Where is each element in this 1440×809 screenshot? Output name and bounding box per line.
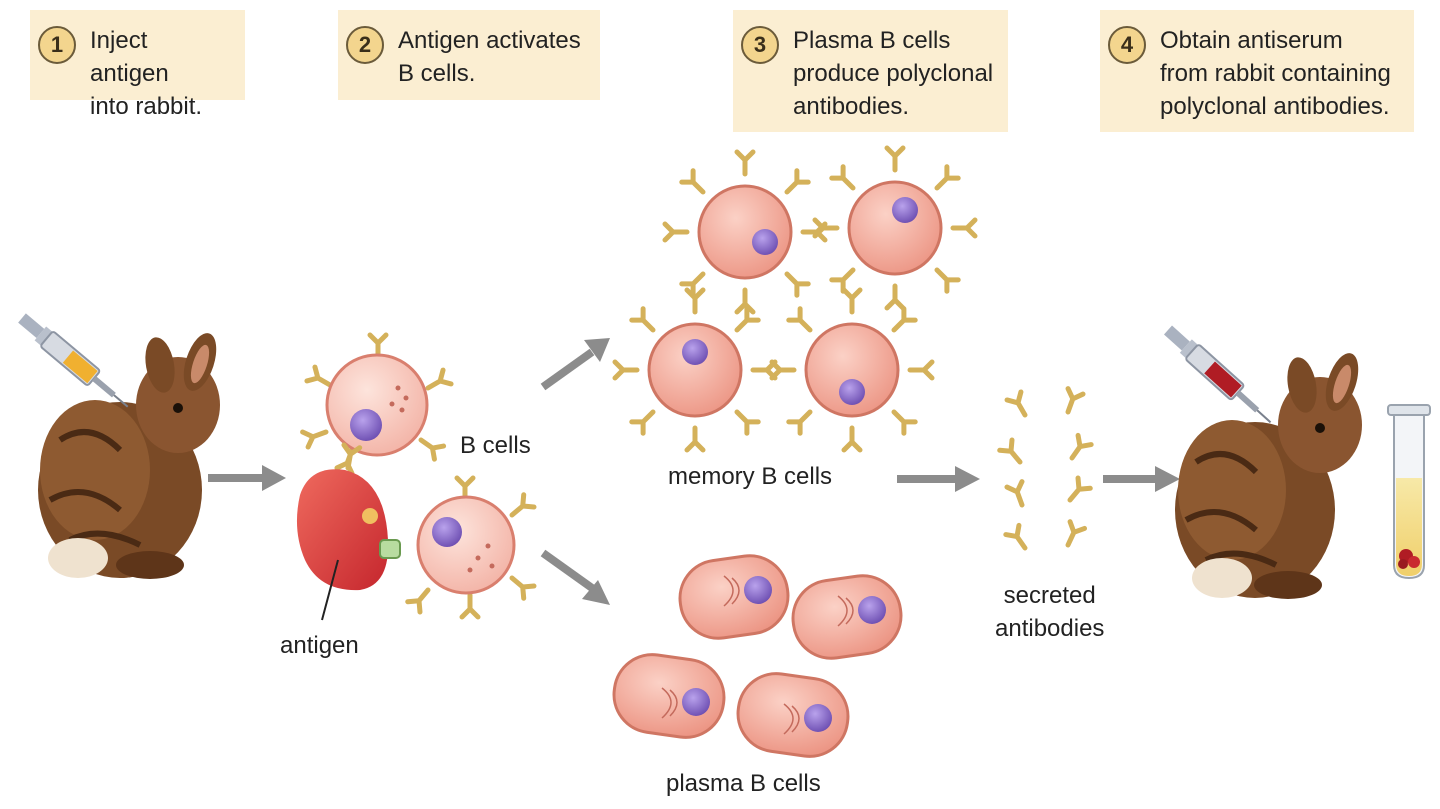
secreted-antibodies-label: secreted antibodies (995, 582, 1105, 642)
rabbit-right (1175, 353, 1362, 599)
arrow-to-plasma (540, 549, 610, 605)
step-1-box: 1 Inject antigen into rabbit. (30, 10, 245, 120)
plasma-b-cell (612, 653, 726, 739)
syringe-left-icon (18, 313, 129, 408)
step-text: Inject antigen into rabbit. (90, 27, 203, 120)
step-number-badge: 3 (741, 26, 779, 64)
b-cells-label: B cells (460, 432, 531, 459)
step-number-badge: 4 (1108, 26, 1146, 64)
memory-b-cell (815, 148, 975, 308)
step-text: Antigen activates B cells. (398, 27, 581, 87)
step-text: Obtain antiserum from rabbit containing … (1160, 27, 1391, 120)
memory-b-cells-label: memory B cells (668, 463, 833, 490)
syringe-right-icon (1163, 325, 1272, 424)
step-2-box: 2 Antigen activates B cells. (338, 10, 600, 100)
plasma-b-cells-label: plasma B cells (666, 770, 821, 797)
test-tube-icon (1387, 404, 1431, 580)
arrow-rabbit-to-bcells (208, 465, 286, 491)
arrow-memory-to-antibodies (897, 466, 980, 492)
plasma-b-cell (791, 574, 903, 660)
rabbit-left (38, 333, 220, 579)
arrow-to-memory (540, 338, 610, 391)
plasma-b-cell (736, 672, 850, 758)
memory-b-cell (665, 152, 825, 312)
step-3-box: 3 Plasma B cells produce polyclonal anti… (733, 10, 1008, 132)
step-4-box: 4 Obtain antiserum from rabbit containin… (1100, 10, 1414, 132)
plasma-b-cell (678, 554, 790, 640)
step-number-badge: 1 (38, 26, 76, 64)
b-cell-bottom (408, 478, 534, 617)
secreted-antibodies-icon (1000, 389, 1091, 553)
b-cell-top (303, 335, 451, 473)
arrow-antibodies-to-rabbit (1103, 466, 1180, 492)
memory-b-cell (615, 290, 775, 450)
step-text: Plasma B cells produce polyclonal antibo… (793, 27, 994, 120)
step-number-badge: 2 (346, 26, 384, 64)
antigen-label: antigen (280, 632, 359, 659)
memory-b-cell (772, 290, 932, 450)
antigen-icon (296, 445, 401, 621)
